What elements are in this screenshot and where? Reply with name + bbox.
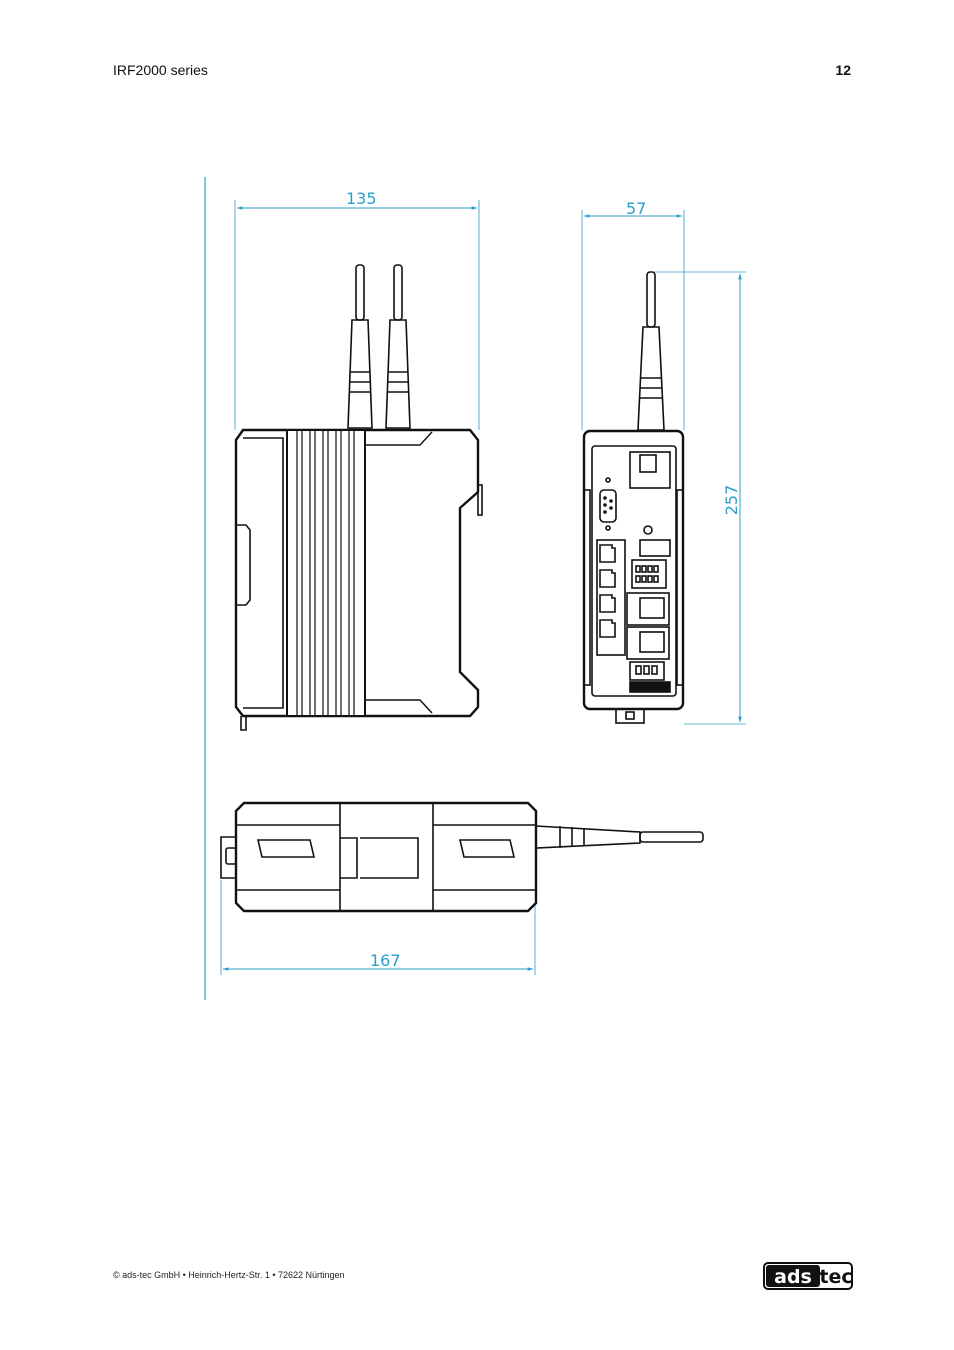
dimension-length-label: 167 (370, 951, 401, 970)
antenna-left (347, 264, 373, 429)
front-view (234, 200, 483, 731)
dimension-depth-label: 57 (626, 199, 646, 218)
side-view (581, 210, 746, 725)
page-number: 12 (835, 62, 851, 78)
ads-tec-logo: ads tec (763, 1262, 853, 1290)
dimension-width-label: 135 (346, 189, 377, 208)
svg-text:ads: ads (774, 1266, 812, 1288)
footer-address: © ads-tec GmbH • Heinrich-Hertz-Str. 1 •… (113, 1270, 345, 1280)
top-view (220, 801, 704, 975)
svg-text:tec: tec (819, 1266, 852, 1288)
document-title: IRF2000 series (113, 62, 208, 78)
antenna-right (385, 264, 411, 429)
heat-sink-fins (286, 429, 366, 717)
dimension-height-label: 257 (722, 485, 741, 516)
